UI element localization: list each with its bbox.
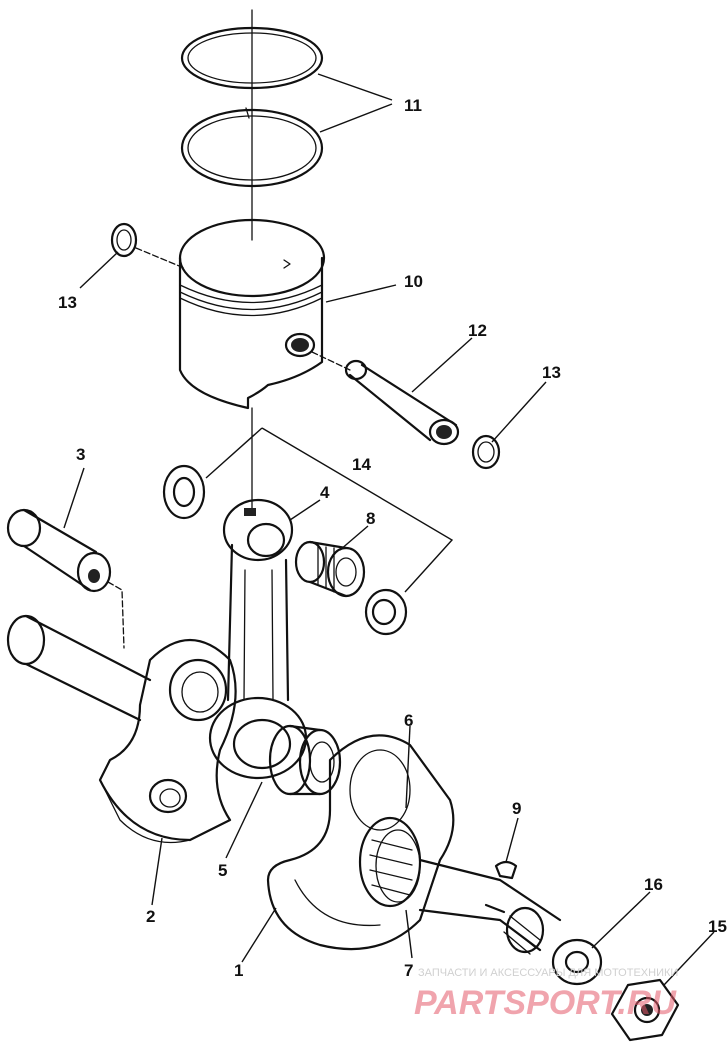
lock-washer — [551, 938, 603, 986]
callout-11: 11 — [404, 96, 422, 115]
piston — [178, 218, 326, 410]
piston-pin — [344, 359, 460, 446]
callout-9: 9 — [512, 799, 521, 818]
callout-10: 10 — [404, 272, 423, 291]
main-bearing — [268, 724, 342, 796]
callout-13-left: 13 — [58, 293, 77, 312]
watermark: ЗАПЧАСТИ И АКСЕССУАРЫ ДЛЯ МОТОТЕХНИКИ PA… — [414, 967, 678, 1022]
crankshaft-half-right — [266, 734, 562, 955]
woodruff-key — [494, 860, 518, 880]
callout-4: 4 — [320, 483, 330, 502]
watermark-tagline: ЗАПЧАСТИ И АКСЕССУАРЫ ДЛЯ МОТОТЕХНИКИ — [418, 967, 678, 979]
callout-labels: 11 10 13 12 13 3 14 4 8 6 9 5 16 2 15 1 … — [58, 96, 727, 980]
callout-8: 8 — [366, 509, 375, 528]
connecting-rod — [208, 498, 308, 780]
callout-6: 6 — [404, 711, 413, 730]
crankshaft-nut — [610, 978, 680, 1042]
thrust-washer-left — [162, 464, 206, 520]
leader-lines — [63, 73, 715, 986]
snap-ring-right — [471, 434, 501, 470]
watermark-logo: PARTSPORT.RU — [414, 984, 677, 1022]
callout-2: 2 — [146, 907, 155, 926]
crank-pin — [6, 508, 112, 593]
snap-ring-left — [110, 222, 138, 258]
small-end-bearing — [294, 540, 366, 598]
callout-7: 7 — [404, 961, 413, 980]
callout-16: 16 — [644, 875, 663, 894]
callout-12: 12 — [468, 321, 487, 340]
callout-3: 3 — [76, 445, 85, 464]
crankshaft-half-left — [6, 614, 237, 844]
callout-15: 15 — [708, 917, 727, 936]
callout-14: 14 — [352, 455, 371, 474]
thrust-washer-right — [364, 588, 408, 636]
callout-5: 5 — [218, 861, 227, 880]
callout-13-right: 13 — [542, 363, 561, 382]
callout-1: 1 — [234, 961, 243, 980]
